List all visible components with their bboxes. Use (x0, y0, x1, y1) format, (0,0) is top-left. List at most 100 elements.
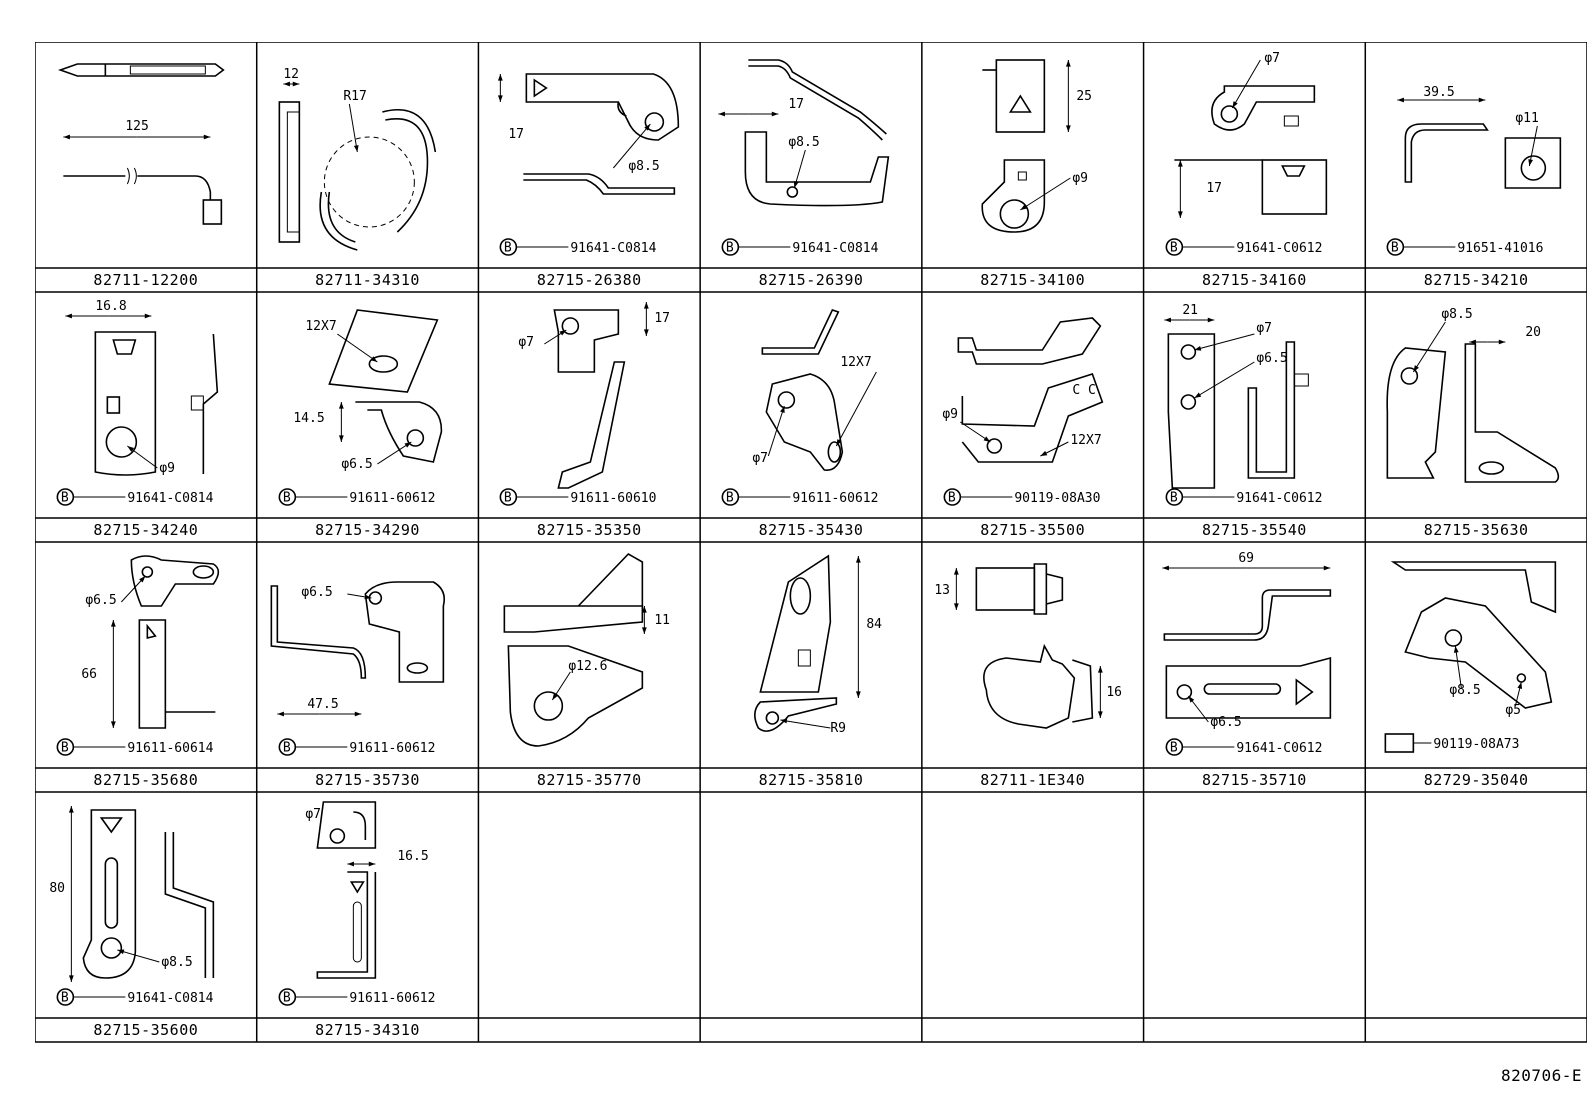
dim-height: 84 (866, 617, 882, 632)
bolt-part-number: 91611-60612 (349, 741, 435, 756)
bolt-symbol-letter: B (61, 741, 69, 756)
arrow-head (780, 406, 785, 413)
dim-width: 20 (1526, 325, 1542, 340)
bolt-part-number: 91611-60612 (792, 491, 878, 506)
arrow-head (68, 806, 74, 813)
leader-line (336, 333, 378, 363)
leader-line (1231, 59, 1261, 109)
part-number-label: 82715-34290 (315, 521, 420, 539)
dim-hole: φ7 (519, 335, 535, 350)
part-illustration: φ8.520 (1386, 307, 1560, 483)
dim-height: 11 (655, 613, 671, 628)
leader-line (1529, 125, 1539, 167)
dim-width: 12 (283, 67, 299, 82)
arrow-head (1207, 317, 1214, 323)
dim-height: 25 (1076, 89, 1092, 104)
dim-hole: φ8.5 (1450, 683, 1481, 698)
arrow-head (642, 606, 648, 613)
bolt-symbol-letter: B (61, 991, 69, 1006)
dim-height: 13 (934, 583, 950, 598)
arrow-head (338, 402, 344, 409)
arrow-head (1479, 97, 1486, 103)
dim-hole: φ7 (1256, 321, 1272, 336)
diagram-reference-code: 820706-E (1500, 1066, 1582, 1085)
dim-hole-2: φ6.5 (1256, 351, 1287, 366)
dim-width: 21 (1182, 303, 1198, 318)
bolt-part-number: 91641-C0612 (1236, 741, 1322, 756)
arrow-head (144, 313, 152, 319)
part-number-label: 82715-35730 (315, 771, 420, 789)
bolt-symbol-letter: B (1169, 491, 1177, 506)
bolt-symbol-letter: B (1169, 241, 1177, 256)
dim-hole-2: φ5 (1506, 703, 1522, 718)
part-number-label: 82711-12200 (93, 271, 199, 289)
dim-length: 47.5 (307, 697, 338, 712)
arrow-head (1231, 101, 1238, 108)
dim-width: 16.5 (397, 849, 428, 864)
arrow-head (644, 302, 650, 309)
bolt-symbol-letter: B (283, 741, 291, 756)
part-drawing: 25 φ9 (981, 59, 1092, 233)
bolt-symbol-letter: B (726, 241, 734, 256)
arrow-head (983, 436, 991, 442)
leader-line (768, 405, 785, 457)
part-number-label: 82715-35680 (93, 771, 199, 789)
arrow-head (1097, 666, 1103, 673)
arrow-head (1193, 345, 1201, 351)
dim-length: 125 (125, 119, 148, 134)
arrow-head (1499, 339, 1506, 345)
dim-hole: φ12.6 (569, 659, 608, 674)
dim-hole: φ6.5 (301, 585, 332, 600)
arrow-head (354, 711, 362, 717)
part-number-label: 82715-35770 (536, 771, 642, 789)
dim-hole: φ8.5 (161, 955, 192, 970)
arrow-head (127, 446, 135, 452)
dim-width: 17 (788, 97, 804, 112)
dim-hole: φ9 (159, 461, 175, 476)
arrow-head (559, 330, 567, 336)
leader-line (1413, 321, 1447, 373)
part-number-label: 82715-35710 (1201, 771, 1307, 789)
dim-hole: φ9 (1072, 171, 1088, 186)
leader-line (1193, 361, 1255, 399)
part-number-label: 82711-1E340 (980, 771, 1086, 789)
part-drawing: φ8.5 φ5 90119-08A73 (1384, 561, 1557, 753)
part-number-label: 82715-35350 (536, 521, 642, 539)
dim-height: 17 (509, 127, 525, 142)
arrow-head (1040, 450, 1048, 456)
bolt-part-number: 90119-08A73 (1434, 737, 1520, 752)
part-number-label: 82715-35810 (758, 771, 864, 789)
dim-hole: φ8.5 (629, 159, 660, 174)
bolt-part-number: 91641-C0814 (792, 241, 878, 256)
part-number-label: 82715-35540 (1201, 521, 1307, 539)
bolt-part-number: 91641-C0612 (1236, 491, 1322, 506)
part-number-label: 82715-34160 (1201, 271, 1307, 289)
bolt-symbol-letter: B (283, 991, 291, 1006)
arrow-head (292, 81, 300, 87)
dim-length: 39.5 (1424, 85, 1455, 100)
bolt-symbol-letter: B (504, 241, 512, 256)
part-number-label: 82715-35500 (980, 521, 1086, 539)
arrow-head (1323, 565, 1330, 571)
leader-line (348, 103, 358, 153)
dim-hole: φ11 (1516, 111, 1539, 126)
arrow-head (338, 435, 344, 442)
